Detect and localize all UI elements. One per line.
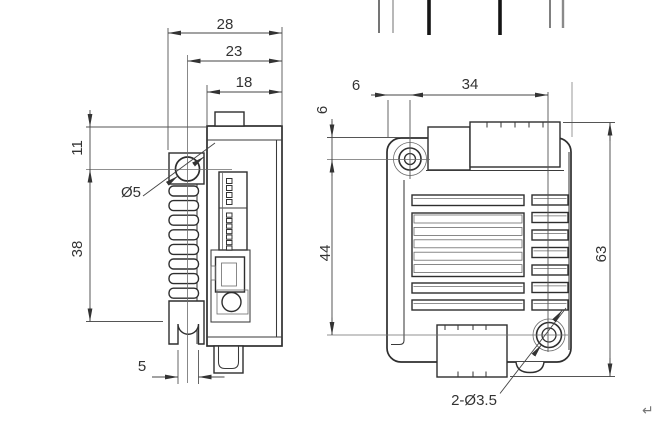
front-top-connector (426, 121, 564, 172)
dim-38-label: 38 (69, 241, 86, 258)
heatsink (168, 152, 205, 345)
side-view-dimensions: 28 23 18 11 38 5 Ø5 (69, 16, 283, 384)
side-top-connector (214, 111, 245, 127)
mounting-holes-label: 2-Ø3.5 (451, 392, 497, 409)
dim-34-label: 34 (462, 76, 479, 93)
terminal-strip (218, 171, 248, 251)
hole-diameter-label: Ø5 (121, 184, 141, 201)
front-bottom-connector (436, 324, 508, 378)
dim-28-label: 28 (217, 16, 234, 33)
front-left-flange (391, 180, 405, 346)
front-bottom-foot (515, 361, 545, 374)
dim-63-label: 63 (593, 246, 610, 263)
heatsink-base-with-slot (168, 300, 205, 345)
dip-pins-upper (226, 178, 233, 205)
dim-23-label: 23 (226, 43, 243, 60)
plug-body (214, 256, 246, 293)
dip-pins-lower (226, 212, 233, 251)
vent-slots-left-column (411, 194, 525, 311)
front-view-dimensions: 6 34 6 44 63 2-Ø3.5 (314, 76, 615, 409)
return-mark: ↵ (642, 402, 654, 418)
dim-6-vertical-label: 6 (314, 106, 331, 114)
heatsink-fins (168, 185, 200, 299)
front-view (386, 121, 572, 378)
dim-6-horizontal-label: 6 (352, 77, 360, 94)
side-round-connector (221, 291, 242, 313)
plug-frame (210, 249, 251, 323)
dim-11-label: 11 (69, 140, 86, 156)
dim-18-label: 18 (236, 74, 253, 91)
side-view (168, 111, 283, 374)
cropped-view-remnant-lines (378, 0, 573, 137)
vent-slots-right-column (531, 194, 569, 311)
side-connector-stack (210, 171, 251, 323)
dim-5-label: 5 (138, 358, 146, 375)
dim-44-label: 44 (317, 245, 334, 262)
